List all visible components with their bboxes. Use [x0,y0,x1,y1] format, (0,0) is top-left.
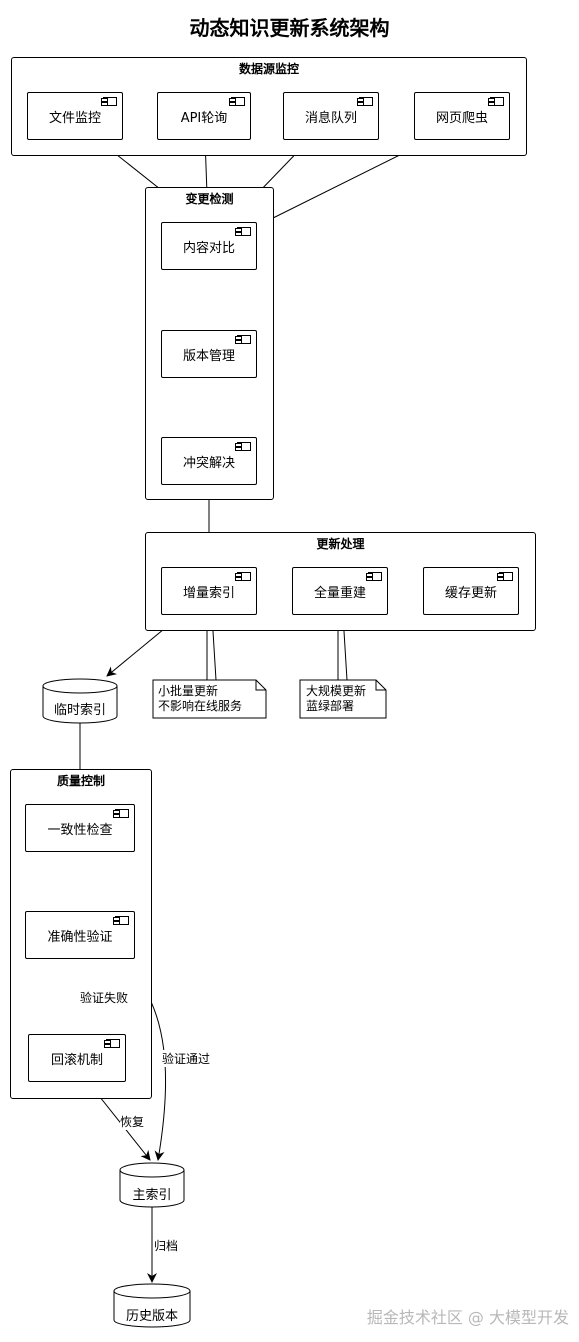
component-icon [101,97,117,106]
edge-label-recover: 恢复 [120,1113,145,1130]
component-label: 内容对比 [182,240,235,256]
component-icon [357,97,373,106]
component-consistency-check: 一致性检查 [25,804,135,852]
component-icon [104,1039,120,1048]
edge-label-verify-pass: 验证通过 [162,1050,211,1067]
component-icon [113,916,129,925]
db-main-index-shape [119,1170,185,1208]
component-api-poll: API轮询 [157,92,251,140]
component-message-queue: 消息队列 [283,92,379,140]
note-small-batch: 小批量更新 不影响在线服务 [158,684,243,713]
component-label: 版本管理 [182,348,235,364]
db-main-index-label: 主索引 [132,1188,172,1203]
component-icon [235,572,251,581]
component-icon [235,442,251,451]
note-shapes [152,679,387,719]
component-label: 回滚机制 [50,1052,103,1068]
component-icon [366,572,382,581]
component-incremental-index: 增量索引 [161,567,257,615]
component-file-monitor: 文件监控 [27,92,123,140]
component-label: 消息队列 [304,110,357,126]
component-label: 缓存更新 [444,585,497,601]
component-label: 增量索引 [182,585,235,601]
component-conflict-resolution: 冲突解决 [161,437,257,485]
component-version-management: 版本管理 [161,330,257,378]
note-large-scale: 大规模更新 蓝绿部署 [306,684,367,713]
db-temp-index-shape [42,686,118,724]
component-accuracy-verify: 准确性验证 [25,911,135,959]
group-quality-control-label: 质量控制 [56,774,105,788]
component-icon [497,572,513,581]
db-history-shape [113,1291,191,1328]
component-cache-update: 缓存更新 [423,567,519,615]
group-change-detection-label: 变更检测 [185,192,234,206]
component-icon [488,97,504,106]
component-content-compare: 内容对比 [161,222,257,270]
group-data-sources-label: 数据源监控 [238,62,299,76]
component-label: API轮询 [180,110,228,126]
component-icon [235,227,251,236]
component-icon [229,97,245,106]
component-rollback: 回滚机制 [28,1034,126,1082]
component-label: 一致性检查 [47,822,113,838]
component-label: 网页爬虫 [435,110,488,126]
edge-label-archive: 归档 [154,1237,179,1254]
watermark: 掘金技术社区 @ 大模型开发 [366,1308,569,1327]
edge-label-verify-fail: 验证失败 [80,989,129,1006]
component-icon [235,335,251,344]
group-update-processing-label: 更新处理 [316,537,365,551]
component-label: 准确性验证 [47,929,113,945]
component-web-crawler: 网页爬虫 [414,92,510,140]
component-label: 文件监控 [48,110,101,126]
diagram-title: 动态知识更新系统架构 [189,16,390,40]
component-label: 全量重建 [313,585,366,601]
component-icon [113,809,129,818]
component-label: 冲突解决 [182,455,235,471]
db-temp-index-label: 临时索引 [53,703,106,718]
component-full-rebuild: 全量重建 [292,567,388,615]
db-history-label: 历史版本 [125,1309,178,1324]
